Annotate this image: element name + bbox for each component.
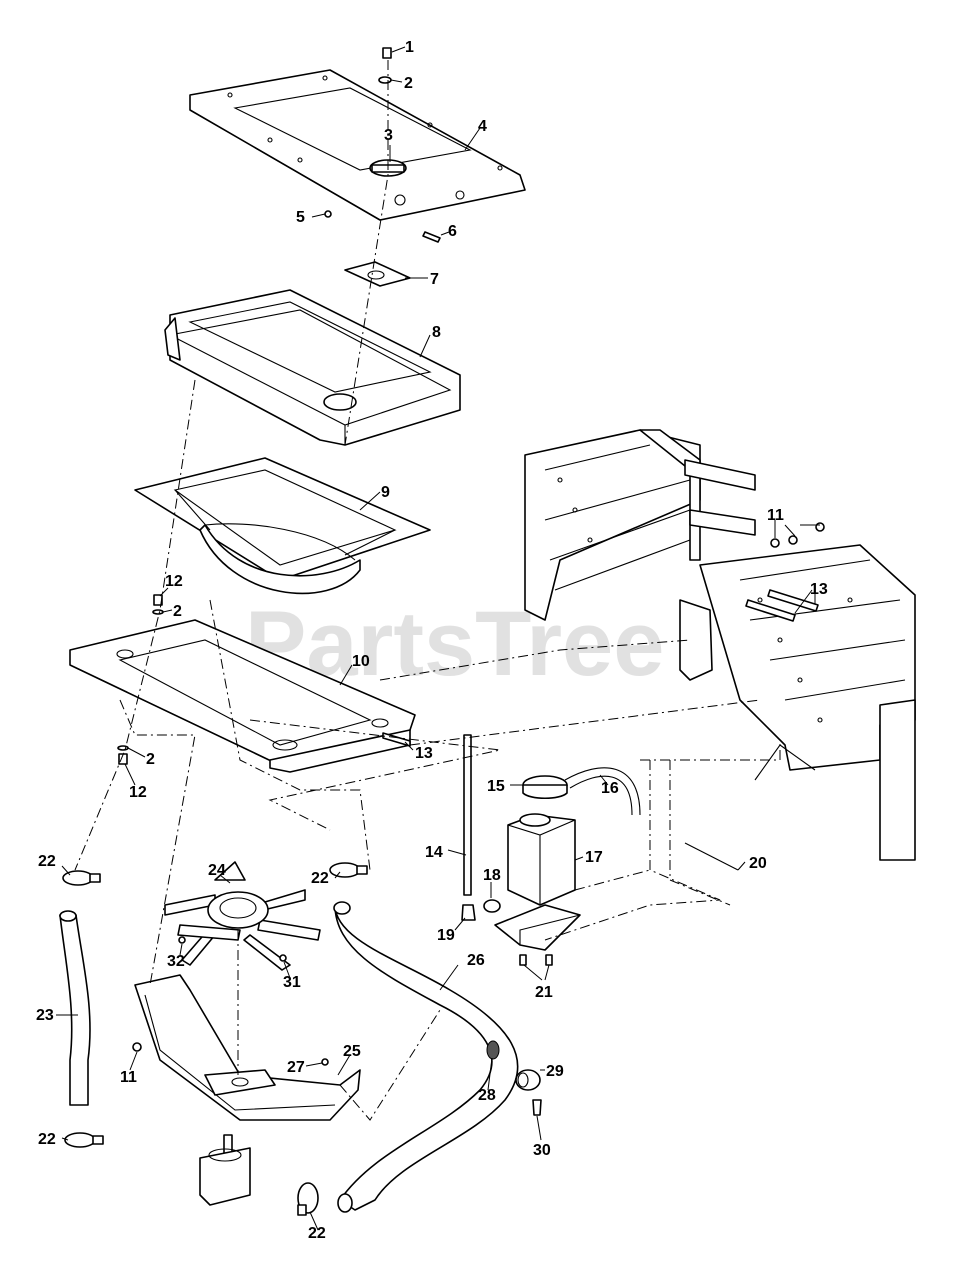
fitting-18 xyxy=(483,899,501,913)
callout-2-top: 2 xyxy=(404,75,413,92)
nuts-11-right xyxy=(770,522,825,548)
clamp-28 xyxy=(486,1040,500,1060)
callout-22-c: 22 xyxy=(311,870,329,887)
callout-25: 25 xyxy=(343,1043,361,1060)
screw-30 xyxy=(532,1099,542,1116)
hose-clamp-22-a xyxy=(62,870,101,886)
callout-5: 5 xyxy=(296,209,305,226)
fan-bracket-25 xyxy=(134,974,361,1121)
hose-clamp-22-c xyxy=(329,862,368,878)
pump-pulley xyxy=(199,1134,251,1206)
callout-20: 20 xyxy=(749,855,767,872)
callout-22-d: 22 xyxy=(308,1225,326,1242)
callout-17: 17 xyxy=(585,849,603,866)
callout-1: 1 xyxy=(405,39,414,56)
nut-31 xyxy=(279,954,287,962)
callout-30: 30 xyxy=(533,1142,551,1159)
bolts-13-right xyxy=(745,589,819,622)
screw-6 xyxy=(422,231,441,243)
callout-26: 26 xyxy=(467,952,485,969)
callout-21: 21 xyxy=(535,984,553,1001)
callout-23: 23 xyxy=(36,1007,54,1024)
leader-lines xyxy=(56,46,820,1231)
callout-12-low: 12 xyxy=(129,784,147,801)
callout-22-a: 22 xyxy=(38,853,56,870)
callout-13-right: 13 xyxy=(810,581,828,598)
fan-24 xyxy=(164,861,321,971)
fan-shroud xyxy=(134,457,431,595)
callout-19: 19 xyxy=(437,927,455,944)
callout-15: 15 xyxy=(487,778,505,795)
upper-hose-26 xyxy=(334,904,519,1211)
callout-31: 31 xyxy=(283,974,301,991)
callout-6: 6 xyxy=(448,223,457,240)
shroud-top-plate xyxy=(189,69,526,221)
callout-13-low: 13 xyxy=(415,745,433,762)
callout-27: 27 xyxy=(287,1059,305,1076)
radiator xyxy=(164,289,461,446)
overflow-tube-14 xyxy=(463,734,472,896)
bolt-12-lower xyxy=(117,745,129,765)
assembly-lines xyxy=(74,60,781,1121)
callout-labels: 1 2 3 4 5 6 7 8 9 12 2 10 2 12 13 11 13 … xyxy=(36,39,828,1242)
callout-22-b: 22 xyxy=(38,1131,56,1148)
callout-8: 8 xyxy=(432,324,441,341)
nut-27 xyxy=(321,1058,329,1066)
bracket-21 xyxy=(494,904,581,966)
callout-29: 29 xyxy=(546,1063,564,1080)
rod-20 xyxy=(684,842,739,871)
callout-2-mid: 2 xyxy=(173,603,182,620)
nut-11-lower xyxy=(132,1042,142,1052)
callout-24: 24 xyxy=(208,862,226,879)
lower-hose-23 xyxy=(59,914,91,1106)
callout-11-lower: 11 xyxy=(120,1069,137,1086)
fitting-19 xyxy=(461,904,476,921)
hose-16 xyxy=(564,767,641,816)
callout-2-low: 2 xyxy=(146,751,155,768)
gasket-7 xyxy=(344,261,411,287)
callout-7: 7 xyxy=(430,271,439,288)
callout-18: 18 xyxy=(483,867,501,884)
bushing-29 xyxy=(515,1069,541,1091)
callout-9: 9 xyxy=(381,484,390,501)
screw-1 xyxy=(378,47,392,84)
callout-10: 10 xyxy=(352,653,370,670)
bolt-13-lower xyxy=(382,732,411,747)
nut-5 xyxy=(324,210,332,218)
callout-28: 28 xyxy=(478,1087,496,1104)
callout-14: 14 xyxy=(425,844,443,861)
hose-clamp-22-d xyxy=(297,1182,319,1216)
reservoir-cap-15 xyxy=(522,775,568,800)
nut-32 xyxy=(178,936,186,944)
coolant-reservoir-17 xyxy=(507,813,576,906)
callout-11-right: 11 xyxy=(767,507,784,524)
callout-16: 16 xyxy=(601,780,619,797)
callout-3: 3 xyxy=(384,127,393,144)
callout-12-top: 12 xyxy=(165,573,183,590)
callout-32: 32 xyxy=(167,953,185,970)
callout-4: 4 xyxy=(478,118,487,135)
hose-clamp-22-b xyxy=(64,1132,104,1148)
